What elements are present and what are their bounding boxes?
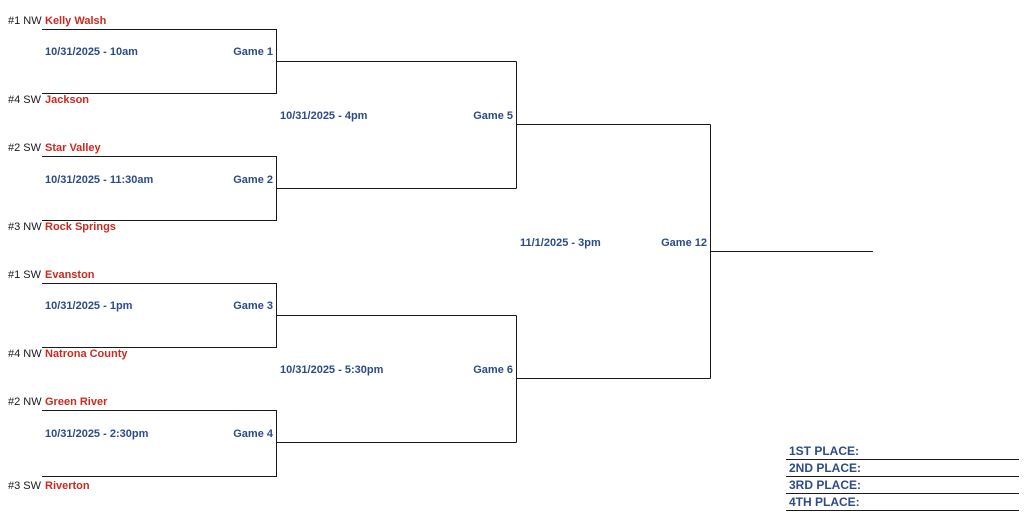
team-seed: #3 SW <box>8 480 42 492</box>
game-6-label: Game 6 <box>473 364 513 376</box>
team-name-natrona-county: Natrona County <box>45 348 128 360</box>
game-4-bracket <box>42 410 517 477</box>
game-3-bracket <box>42 283 517 348</box>
team-seed: #1 SW <box>8 269 42 281</box>
game-6-bracket <box>516 315 711 443</box>
fourth-place-label: 4TH PLACE: <box>789 495 860 509</box>
team-seed: #2 SW <box>8 142 42 154</box>
team-name-rock-springs: Rock Springs <box>45 221 116 233</box>
first-place-label: 1ST PLACE: <box>789 444 860 458</box>
game-1-bracket <box>42 29 517 94</box>
game-1-time: 10/31/2025 - 10am <box>45 46 138 58</box>
team-seed: #2 NW <box>8 396 42 408</box>
game-6-time: 10/31/2025 - 5:30pm <box>280 364 384 376</box>
team-name-riverton: Riverton <box>45 480 90 492</box>
game-2-bracket <box>42 156 517 221</box>
game-4-label: Game 4 <box>233 428 273 440</box>
team-name-star-valley: Star Valley <box>45 142 101 154</box>
game-12-label: Game 12 <box>661 237 707 249</box>
team-name-kelly-walsh: Kelly Walsh <box>45 15 107 27</box>
third-place-label: 3RD PLACE: <box>789 478 862 492</box>
game-2-time: 10/31/2025 - 11:30am <box>45 174 154 186</box>
game-5-time: 10/31/2025 - 4pm <box>280 110 368 122</box>
team-name-green-river: Green River <box>45 396 108 408</box>
second-place-label: 2ND PLACE: <box>789 461 862 475</box>
team-seed: #3 NW <box>8 221 42 233</box>
game-1-label: Game 1 <box>233 46 273 58</box>
game-3-label: Game 3 <box>233 300 273 312</box>
game-3-time: 10/31/2025 - 1pm <box>45 300 133 312</box>
game-12-time: 11/1/2025 - 3pm <box>520 237 601 249</box>
team-name-evanston: Evanston <box>45 269 95 281</box>
game-2-label: Game 2 <box>233 174 273 186</box>
team-seed: #4 NW <box>8 348 42 360</box>
team-seed: #4 SW <box>8 94 42 106</box>
team-seed: #1 NW <box>8 15 42 27</box>
game-4-time: 10/31/2025 - 2:30pm <box>45 428 149 440</box>
game-12-bracket <box>710 124 873 379</box>
team-name-jackson: Jackson <box>45 94 90 106</box>
game-5-bracket <box>516 61 711 189</box>
game-5-label: Game 5 <box>473 110 513 122</box>
place-lines <box>786 459 1019 511</box>
